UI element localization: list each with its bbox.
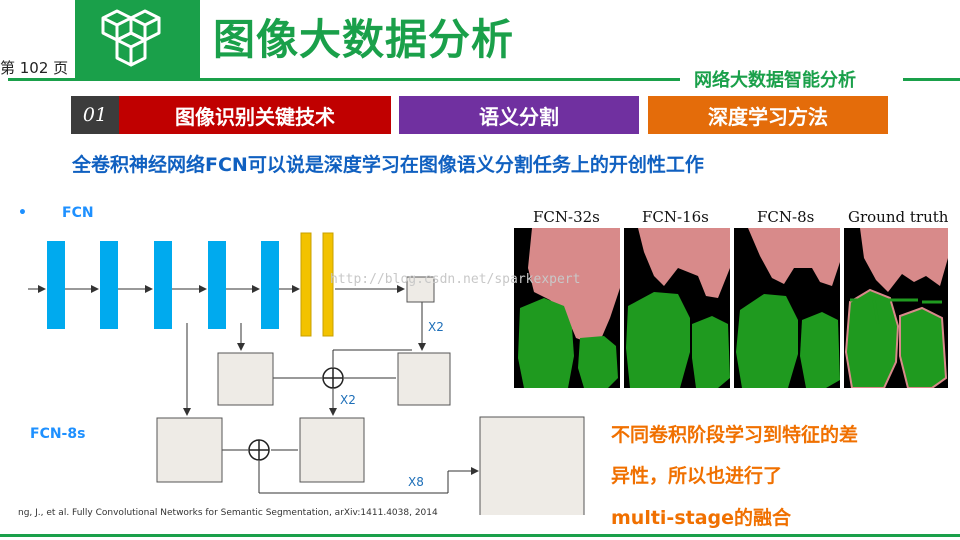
upsample-x2-label: X2 (428, 320, 444, 334)
citation: ng, J., et al. Fully Convolutional Netwo… (18, 508, 438, 518)
tab-semantic-segmentation[interactable]: 语义分割 (399, 96, 639, 134)
watermark: http://blog.csdn.net/sparkexpert (330, 272, 581, 287)
upsample-x2-label-2: X2 (340, 393, 356, 407)
header-divider-right (903, 78, 960, 81)
seg-label-ground-truth: Ground truth (848, 208, 949, 226)
upsample-x8-label: X8 (408, 475, 424, 489)
note-line-1: 不同卷积阶段学习到特征的差 (611, 424, 859, 446)
note-line-2: 异性，所以也进行了 (611, 465, 783, 487)
seg-panel-fcn16s (624, 228, 730, 388)
tab-number: 01 (71, 96, 119, 134)
fcn-architecture-diagram (28, 232, 585, 515)
seg-panel-ground-truth (844, 228, 948, 388)
cubes-icon (101, 9, 161, 67)
header-divider (8, 78, 680, 81)
headline: 全卷积神经网络FCN可以说是深度学习在图像语义分割任务上的开创性工作 (72, 154, 704, 176)
page-number: 第 102 页 (0, 59, 69, 77)
bullet: • (18, 205, 27, 221)
page-title: 图像大数据分析 (213, 15, 515, 64)
seg-label-fcn16s: FCN-16s (642, 208, 709, 226)
tab-deep-learning[interactable]: 深度学习方法 (648, 96, 888, 134)
fcn-label: FCN (62, 205, 94, 221)
fcn8s-label: FCN-8s (30, 426, 86, 442)
logo (75, 0, 200, 80)
note-line-3: multi-stage的融合 (611, 507, 792, 529)
seg-label-fcn8s: FCN-8s (757, 208, 815, 226)
seg-panel-fcn32s (514, 228, 620, 388)
seg-label-fcn32s: FCN-32s (533, 208, 600, 226)
seg-panel-fcn8s (734, 228, 840, 388)
footer-divider (0, 534, 960, 537)
segmentation-results (514, 228, 948, 388)
tab-image-recognition[interactable]: 图像识别关键技术 (119, 96, 391, 134)
section-subtitle: 网络大数据智能分析 (694, 70, 856, 91)
